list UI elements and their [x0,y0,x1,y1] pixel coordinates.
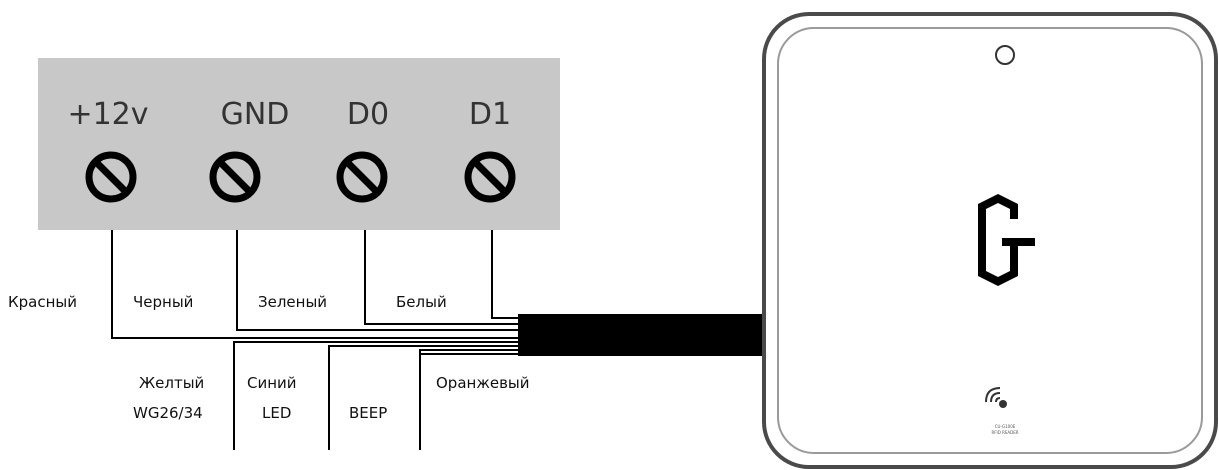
contactless-icon [985,387,1007,408]
label-yellow: Желтый [139,374,204,392]
label-green: Зеленый [258,293,327,311]
reader-model-text: CU-G100E [995,424,1016,429]
label-orange: Оранжевый [436,374,530,392]
terminal-label-gnd: GND [221,97,290,132]
label-wiegand: WG26/34 [133,404,203,422]
screw-icon [209,151,261,203]
reader-inner-frame [777,27,1203,454]
led-indicator-icon [995,45,1015,65]
cable-sheath [518,314,768,356]
g-hexagon-logo-icon [978,194,1035,286]
label-black: Черный [133,293,193,311]
screw-icon [85,151,137,203]
upper-wires [111,230,518,339]
wire-black [236,230,518,331]
wire-beep [419,349,518,450]
wire-yellow [233,341,518,450]
terminal-label-d1: D1 [469,97,511,132]
screw-icon [464,151,516,203]
card-reader: CU-G100E RFID READER [762,12,1218,469]
lower-wires [233,341,518,450]
label-beep: BEEP [349,404,387,422]
terminal-block-body [38,58,560,230]
wire-white [491,230,518,319]
screw-icon [336,151,388,203]
label-red: Красный [8,293,77,311]
wire-blue [328,345,518,450]
wire-green [364,230,518,325]
label-blue: Синий [247,374,297,392]
reader-type-text: RFID READER [991,430,1018,435]
terminal-label-12v: +12v [67,97,148,132]
wire-red [111,230,518,339]
cable [518,314,768,356]
terminal-label-d0: D0 [347,97,389,132]
terminal-block: +12v GND D0 D1 [38,58,560,230]
label-led: LED [262,404,291,422]
label-white: Белый [396,293,447,311]
